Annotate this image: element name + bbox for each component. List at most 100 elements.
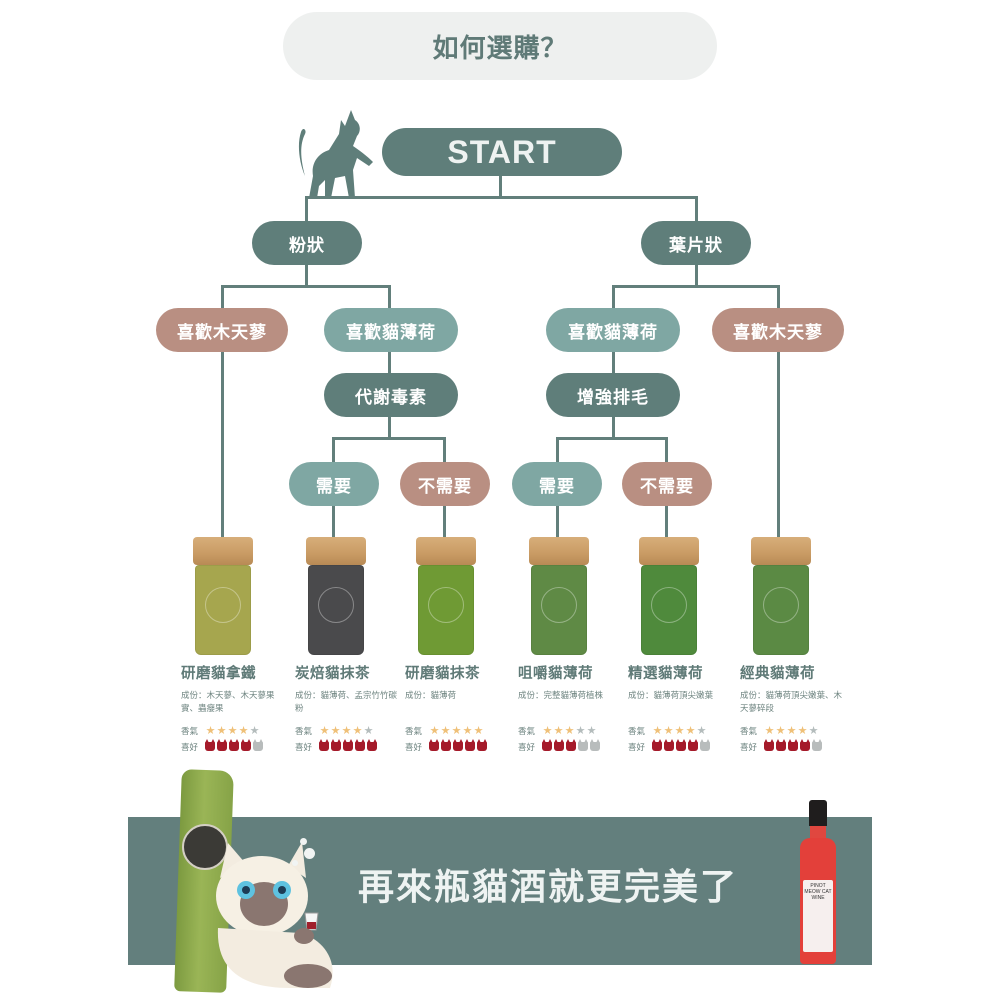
cat-rating bbox=[205, 739, 264, 751]
bottle-neck bbox=[810, 826, 826, 840]
jar-lid bbox=[306, 537, 366, 565]
star-icon: ★ bbox=[341, 724, 352, 737]
cat-head-icon bbox=[205, 739, 215, 751]
product-name[interactable]: 經典貓薄荷 bbox=[740, 666, 815, 682]
cat-head-icon bbox=[355, 739, 365, 751]
connector bbox=[305, 196, 697, 199]
connector bbox=[556, 437, 559, 463]
cat-head-icon bbox=[441, 739, 451, 751]
star-icon: ★ bbox=[564, 724, 575, 737]
jar-lid bbox=[751, 537, 811, 565]
connector bbox=[221, 285, 224, 309]
aroma-label: 香氣 bbox=[628, 726, 646, 737]
cat-head-icon bbox=[217, 739, 227, 751]
cat-head-icon bbox=[812, 739, 822, 751]
connector bbox=[665, 506, 668, 538]
connector bbox=[221, 285, 391, 288]
product-card: 研磨貓拿鐵成份：木天蓼、木天蓼果實、蟲癭果香氣★★★★★喜好 bbox=[181, 662, 286, 753]
cat-head-icon bbox=[700, 739, 710, 751]
star-icon: ★ bbox=[663, 724, 674, 737]
node-prefer-silvervine: 喜歡木天蓼 bbox=[156, 308, 288, 352]
product-jar-image[interactable] bbox=[751, 537, 811, 657]
cat-silhouette-icon bbox=[298, 110, 373, 198]
cat-head-icon bbox=[566, 739, 576, 751]
star-rating: ★★★★★ bbox=[429, 725, 484, 736]
product-ingredients: 成份：完整貓薄荷植株 bbox=[518, 691, 604, 701]
node-prefer-catnip: 喜歡貓薄荷 bbox=[324, 308, 458, 352]
node-detox: 代謝毒素 bbox=[324, 373, 458, 417]
product-ingredients: 成份：貓薄荷 bbox=[405, 691, 457, 701]
product-card: 咀嚼貓薄荷成份：完整貓薄荷植株香氣★★★★★ 喜好 bbox=[518, 662, 623, 753]
connector bbox=[695, 265, 698, 287]
star-icon: ★ bbox=[674, 724, 685, 737]
product-card: 精選貓薄荷成份：貓薄荷頂尖嫩葉香氣★★★★★喜好 bbox=[628, 662, 733, 753]
product-name[interactable]: 精選貓薄荷 bbox=[628, 666, 703, 682]
star-icon: ★ bbox=[473, 724, 484, 737]
connector bbox=[777, 285, 780, 309]
cat-head-icon bbox=[367, 739, 377, 751]
product-jar-image[interactable] bbox=[639, 537, 699, 657]
aroma-label: 香氣 bbox=[740, 726, 758, 737]
start-node: START bbox=[382, 128, 622, 176]
cat-head-icon bbox=[788, 739, 798, 751]
banner-headline: 再來瓶貓酒就更完美了 bbox=[358, 867, 739, 908]
cat-head-icon bbox=[800, 739, 810, 751]
node-prefer-catnip: 喜歡貓薄荷 bbox=[546, 308, 680, 352]
star-icon: ★ bbox=[575, 724, 586, 737]
cat-head-icon bbox=[542, 739, 552, 751]
cat-head-icon bbox=[578, 739, 588, 751]
aroma-rating: 香氣★★★★★ bbox=[295, 724, 400, 737]
cat-rating bbox=[319, 739, 378, 751]
star-icon: ★ bbox=[685, 724, 696, 737]
star-icon: ★ bbox=[462, 724, 473, 737]
star-icon: ★ bbox=[696, 724, 707, 737]
connector bbox=[556, 437, 668, 440]
connector bbox=[777, 352, 780, 538]
aroma-rating: 香氣★★★★★ bbox=[405, 724, 510, 737]
star-icon: ★ bbox=[797, 724, 808, 737]
siamese-cat-illustration bbox=[216, 842, 333, 988]
product-jar-image[interactable] bbox=[306, 537, 366, 657]
star-icon: ★ bbox=[205, 724, 216, 737]
node-leaf: 葉片狀 bbox=[641, 221, 751, 265]
preference-rating: 喜好 bbox=[740, 739, 845, 753]
product-card: 研磨貓抹茶成份：貓薄荷香氣★★★★★ 喜好 bbox=[405, 662, 510, 753]
cat-head-icon bbox=[764, 739, 774, 751]
connector bbox=[665, 437, 668, 463]
jar-label-icon bbox=[763, 587, 799, 623]
connector bbox=[332, 437, 446, 440]
star-rating: ★★★★★ bbox=[319, 725, 374, 736]
product-ingredients: 成份：貓薄荷頂尖嫩葉 bbox=[628, 691, 714, 701]
node-no-need: 不需要 bbox=[622, 462, 712, 506]
product-name[interactable]: 研磨貓抹茶 bbox=[405, 666, 480, 682]
product-jar-image[interactable] bbox=[416, 537, 476, 657]
connector bbox=[305, 196, 308, 222]
jar-label-icon bbox=[428, 587, 464, 623]
star-icon: ★ bbox=[363, 724, 374, 737]
product-name[interactable]: 研磨貓拿鐵 bbox=[181, 666, 256, 682]
connector bbox=[332, 437, 335, 463]
product-jar-image[interactable] bbox=[529, 537, 589, 657]
cat-head-icon bbox=[652, 739, 662, 751]
cat-head-icon bbox=[253, 739, 263, 751]
star-icon: ★ bbox=[808, 724, 819, 737]
node-powder: 粉狀 bbox=[252, 221, 362, 265]
connector bbox=[443, 437, 446, 463]
preference-rating: 喜好 bbox=[405, 739, 510, 753]
product-jar-image[interactable] bbox=[193, 537, 253, 657]
wine-label: PINOT MEOW CAT WINE bbox=[803, 880, 833, 952]
star-icon: ★ bbox=[652, 724, 663, 737]
connector bbox=[556, 506, 559, 538]
preference-label: 喜好 bbox=[518, 742, 536, 753]
product-name[interactable]: 炭焙貓抹茶 bbox=[295, 666, 370, 682]
aroma-rating: 香氣★★★★★ bbox=[518, 724, 623, 737]
cat-head-icon bbox=[664, 739, 674, 751]
product-card: 炭焙貓抹茶成份：貓薄荷、孟宗竹竹碳粉香氣★★★★★喜好 bbox=[295, 662, 400, 753]
cat-head-icon bbox=[477, 739, 487, 751]
cat-head-icon bbox=[590, 739, 600, 751]
preference-label: 喜好 bbox=[405, 742, 423, 753]
aroma-label: 香氣 bbox=[181, 726, 199, 737]
bubble bbox=[304, 848, 315, 859]
product-name[interactable]: 咀嚼貓薄荷 bbox=[518, 666, 593, 682]
node-prefer-silvervine: 喜歡木天蓼 bbox=[712, 308, 844, 352]
